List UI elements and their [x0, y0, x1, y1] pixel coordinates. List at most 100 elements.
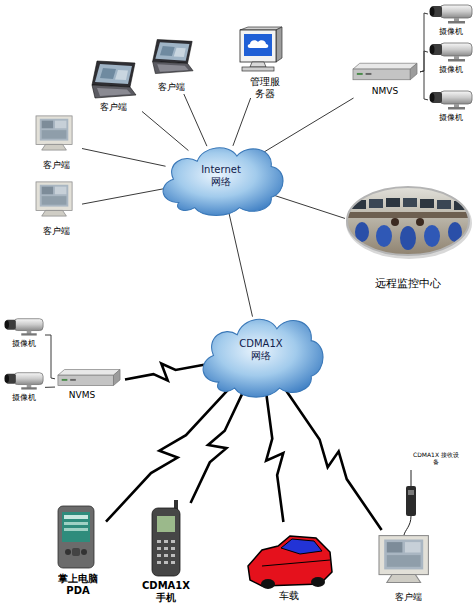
server-monitor-icon — [244, 34, 272, 56]
node-label: 管理服务器 — [248, 76, 282, 99]
camera: 摄像机 — [428, 2, 474, 38]
monitoring-room-photo — [376, 225, 392, 247]
mobile-phone-icon — [157, 554, 161, 557]
node-label: 摄像机 — [428, 65, 474, 74]
node-label: NVMS — [57, 390, 107, 400]
wireless-link — [266, 392, 283, 522]
monitoring-room-photo — [345, 186, 471, 258]
monitoring-room-photo — [391, 218, 399, 226]
monitoring-room-photo — [346, 187, 472, 259]
mobile-phone-icon — [164, 547, 168, 550]
monitoring-room-photo — [437, 200, 451, 209]
pda-icon — [64, 528, 88, 531]
connector-group — [45, 13, 428, 530]
mobile-phone-icon — [157, 540, 161, 543]
mobile-phone-icon — [171, 547, 175, 550]
mobile-phone-icon — [157, 547, 161, 550]
camera-icon — [430, 43, 473, 62]
network-cloud: CDMA1X 网络 — [195, 308, 327, 400]
mobile-phone: CDMA1X 手机 — [128, 503, 204, 607]
monitoring-room-photo — [347, 187, 469, 255]
video-server-icon — [58, 370, 120, 386]
node-label: 摄像机 — [428, 113, 474, 122]
laptop-client: 客户端 — [84, 58, 142, 116]
network-link — [82, 189, 165, 205]
monitoring-room-photo — [403, 198, 417, 207]
mobile-phone-icon — [157, 516, 175, 532]
wireless-link — [191, 390, 244, 503]
camera: 摄像机 — [428, 40, 474, 78]
receiver-device-icon — [411, 470, 412, 486]
mobile-phone-icon — [171, 561, 175, 564]
server-monitor-icon — [276, 27, 282, 62]
desktop-client-icon — [36, 182, 72, 216]
car-icon — [261, 579, 275, 589]
receiver-device-icon — [404, 516, 411, 535]
cloud-shape — [163, 148, 283, 216]
camera-icon — [430, 5, 473, 24]
monitoring-room-photo — [400, 226, 416, 250]
network-link — [420, 51, 428, 72]
pda-icon — [81, 549, 87, 555]
vehicle-terminal: 车载 — [243, 522, 335, 606]
car-icon — [248, 536, 332, 586]
network-link — [82, 149, 166, 167]
cloud-shape — [203, 319, 323, 397]
network-link — [142, 111, 188, 150]
mobile-phone-icon — [164, 554, 168, 557]
mobile-phone-icon — [157, 561, 161, 564]
node-label: 客户端 — [145, 82, 197, 92]
monitoring-room-photo — [416, 218, 424, 226]
node-label: 掌上电脑 PDA — [50, 573, 106, 596]
node-label: Internet 网络 — [195, 164, 247, 187]
server-monitor-icon — [250, 62, 266, 67]
camera: 摄像机 — [428, 86, 474, 124]
desktop-client: 客户端 — [30, 114, 82, 172]
node-label: 远程监控中心 — [345, 278, 471, 291]
node-label: 摄像机 — [3, 393, 45, 402]
pda-icon — [64, 515, 88, 519]
node-label: 车载 — [243, 590, 335, 602]
node-label: 摄像机 — [428, 27, 474, 36]
server-monitor: 管理服务器 — [232, 26, 296, 98]
mobile-phone-icon — [152, 500, 180, 576]
network-link — [45, 387, 55, 388]
pda-icon — [65, 549, 71, 555]
server-monitor-icon — [240, 30, 276, 62]
wireless-link — [285, 389, 382, 530]
receiver-device-icon — [404, 470, 416, 535]
video-server: NVMS — [55, 366, 125, 406]
pda-icon — [58, 506, 94, 568]
wireless-link — [106, 387, 231, 522]
network-link — [228, 211, 252, 317]
car-icon — [311, 577, 325, 587]
camera: 摄像机 — [3, 316, 45, 354]
server-monitor-icon — [240, 27, 282, 71]
mobile-phone-icon — [164, 540, 168, 543]
network-link — [272, 195, 345, 219]
monitoring-room-photo — [369, 199, 383, 208]
desktop-client-icon — [379, 536, 428, 583]
camera: 摄像机 — [3, 368, 45, 408]
car-icon — [262, 560, 330, 566]
desktop-client-icon — [36, 116, 72, 150]
pda-icon — [64, 522, 88, 525]
node-label: NMVS — [350, 86, 420, 96]
mobile-phone-icon — [152, 508, 180, 576]
node-label: 摄像机 — [3, 339, 45, 348]
monitoring-room-photo — [386, 198, 400, 207]
monitoring-room-photo — [424, 225, 440, 247]
car-icon — [281, 539, 322, 554]
camera-icon — [4, 373, 43, 390]
node-label: CDMA1X 网络 — [235, 338, 287, 361]
annotation-label: CDMA1X 接收设备 — [412, 452, 460, 465]
car-icon — [248, 536, 332, 589]
mobile-phone-icon — [157, 540, 175, 564]
mobile-phone-icon — [171, 540, 175, 543]
desktop-client: 客户端 — [30, 180, 82, 238]
laptop-client: 客户端 — [145, 36, 197, 94]
server-monitor-icon — [242, 67, 274, 71]
laptop-icon — [153, 40, 193, 74]
